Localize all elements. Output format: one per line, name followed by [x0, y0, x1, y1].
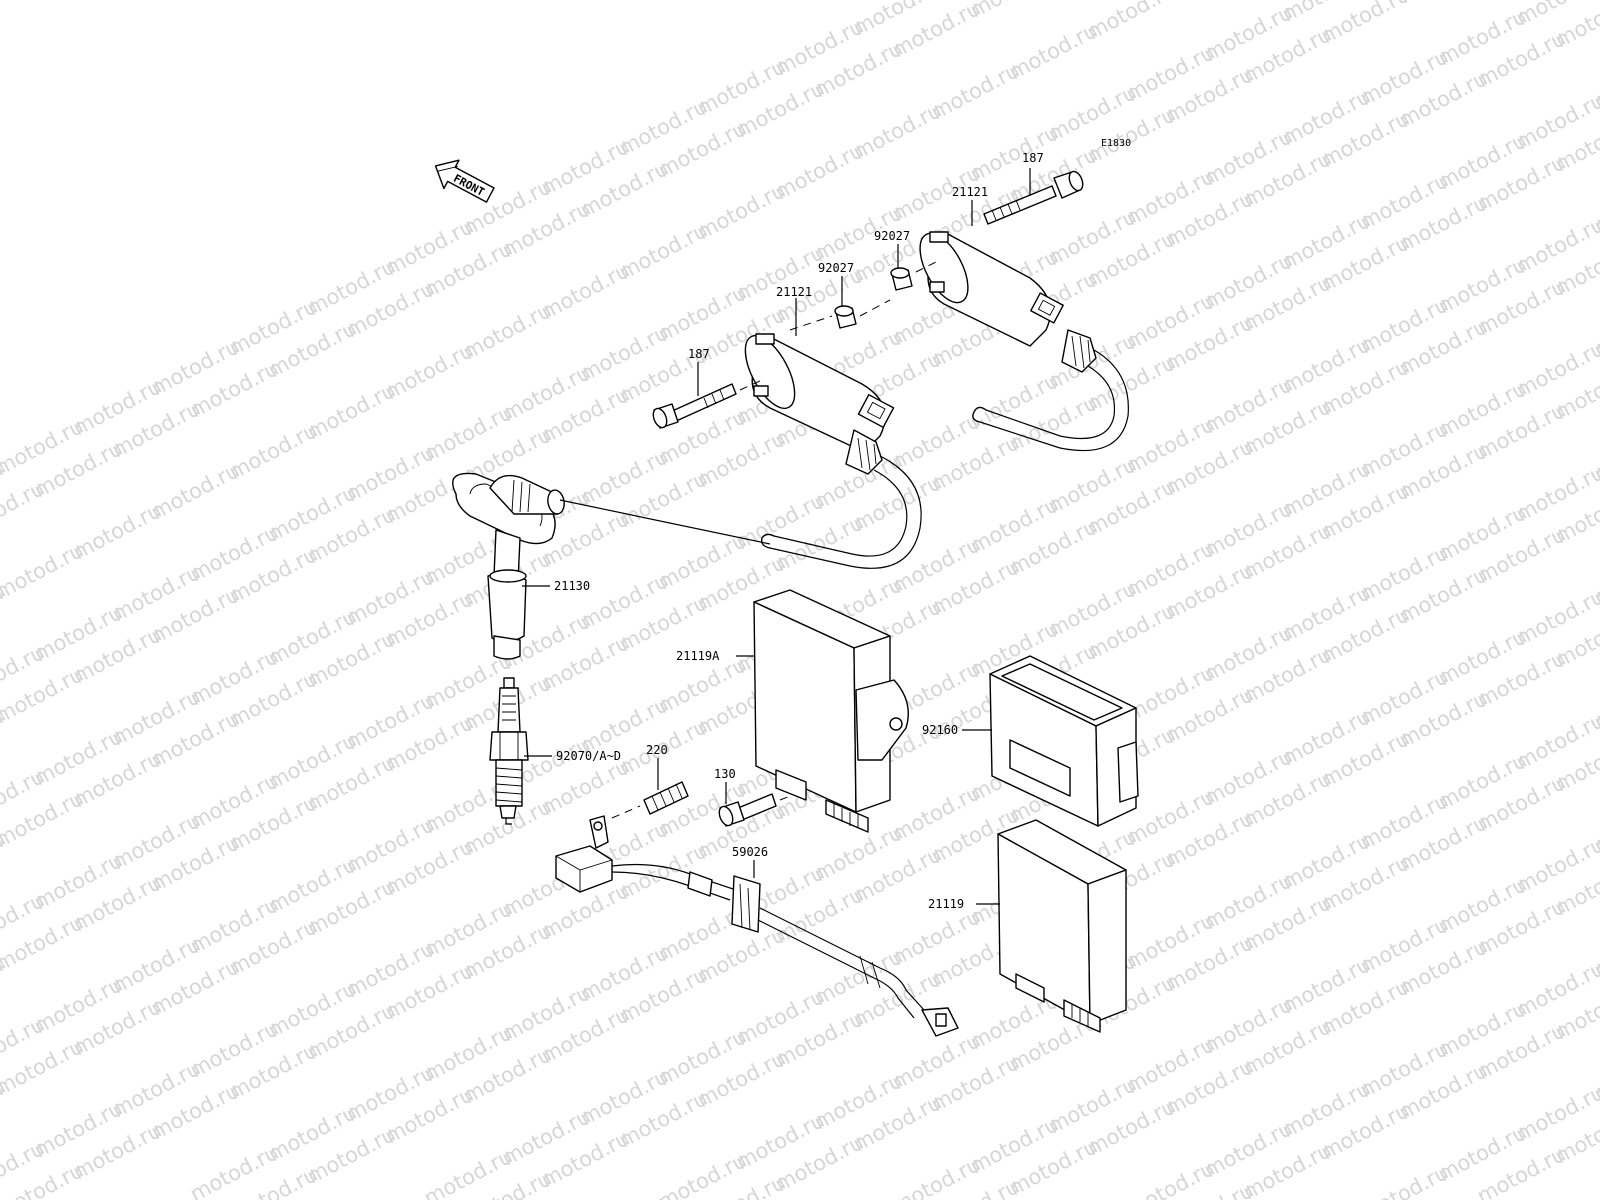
callout-stick-coil-21130: 21130 [554, 579, 590, 593]
callout-spacer-92027-rear: 92027 [874, 229, 910, 243]
spacer-92027-front [789, 299, 891, 331]
callout-coil-21121-rear: 21121 [952, 185, 988, 199]
callout-igniter-21119A: 21119A [676, 649, 720, 663]
stick-coil-21130 [452, 472, 771, 660]
igniter-21119A [753, 589, 909, 833]
front-arrow: FRONT [434, 159, 495, 203]
callout-bracket-92160: 92160 [922, 723, 958, 737]
watermark-text: motod.ru [1083, 0, 1179, 44]
callout-bolt-187-rear: 187 [1022, 151, 1044, 165]
callout-spacer-92027-front: 92027 [818, 261, 854, 275]
bolt-220 [611, 781, 689, 819]
bracket-92160 [989, 655, 1139, 827]
watermark-text: motod.ru [1395, 0, 1491, 8]
spacer-92027-rear [890, 261, 937, 291]
diagram-code: E1830 [1101, 138, 1131, 149]
callout-bolt-187-front: 187 [688, 347, 710, 361]
watermark-text: motod.ru [966, 0, 1062, 22]
watermark-text: motod.ru [1317, 0, 1413, 48]
bolt-187-front [652, 379, 763, 429]
watermark-text: motod.ru [1590, 1164, 1600, 1200]
ignition-coil-front [744, 333, 922, 569]
igniter-21119 [997, 819, 1127, 1033]
leader-lines [522, 168, 1031, 905]
callout-bolt-220: 220 [646, 743, 668, 757]
callout-sensor-59026: 59026 [732, 845, 768, 859]
ignition-coil-rear [919, 231, 1129, 452]
callout-bolt-130: 130 [714, 767, 736, 781]
bolt-130 [718, 791, 801, 827]
bolt-187-rear [983, 170, 1084, 225]
spark-plug-92070 [489, 677, 529, 825]
callout-coil-21121-front: 21121 [776, 285, 812, 299]
callout-labels: 187 21121 92027 92027 21121 187 21130 21… [554, 151, 1044, 911]
sensor-59026 [555, 815, 959, 1037]
callout-igniter-21119: 21119 [928, 897, 964, 911]
watermark-text: motod.ru [1161, 0, 1257, 4]
callout-spark-plug-92070: 92070/A~D [556, 749, 621, 763]
